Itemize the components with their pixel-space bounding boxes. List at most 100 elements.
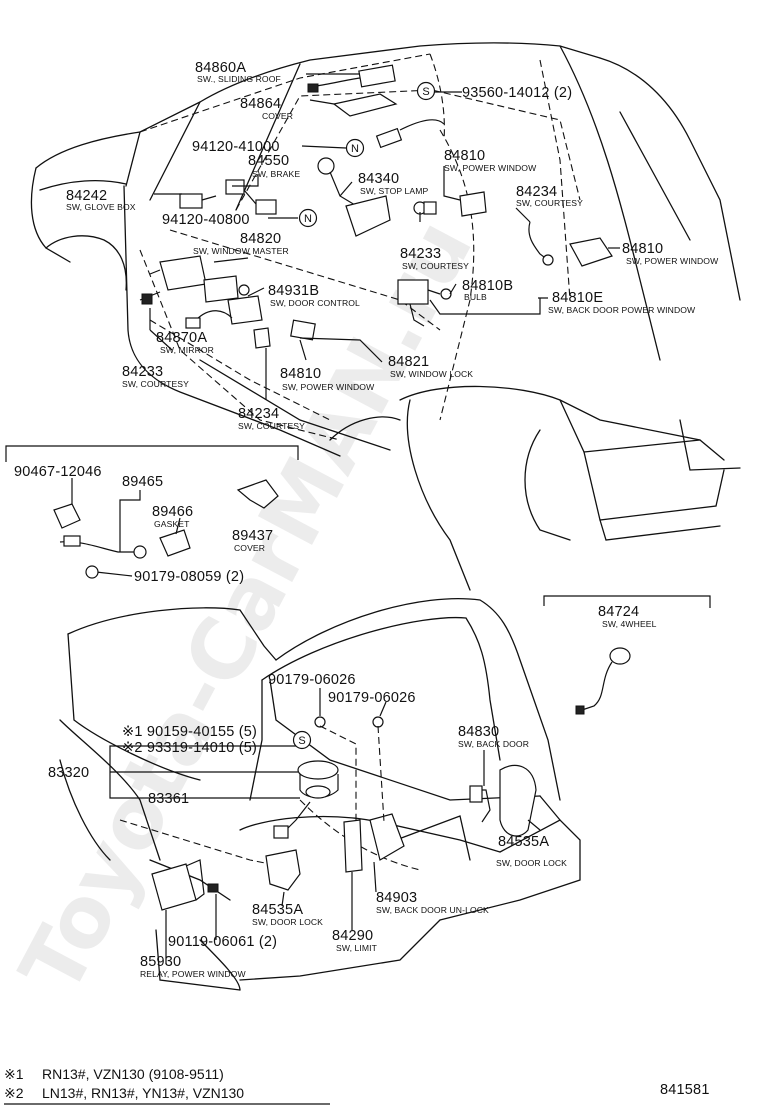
svg-text:84810: 84810 xyxy=(444,148,485,164)
callout-93560-14012: 93560-14012 (2) xyxy=(462,85,572,101)
svg-text:84810B: 84810B xyxy=(462,278,513,294)
svg-text:84830: 84830 xyxy=(458,724,499,740)
svg-text:84820: 84820 xyxy=(240,231,281,247)
callout-93319-14010: ※2 93319-14010 (5) xyxy=(122,740,257,756)
svg-text:84234: 84234 xyxy=(516,184,557,200)
svg-text:SW, WINDOW LOCK: SW, WINDOW LOCK xyxy=(390,369,473,379)
svg-text:SW, POWER WINDOW: SW, POWER WINDOW xyxy=(444,163,537,173)
svg-text:RELAY, POWER WINDOW: RELAY, POWER WINDOW xyxy=(140,969,246,979)
svg-text:84931B: 84931B xyxy=(268,283,319,299)
svg-text:84290: 84290 xyxy=(332,928,373,944)
svg-text:84821: 84821 xyxy=(388,354,429,370)
svg-text:SW, WINDOW MASTER: SW, WINDOW MASTER xyxy=(193,246,289,256)
svg-text:SW, BACK DOOR: SW, BACK DOOR xyxy=(458,739,529,749)
svg-text:84233: 84233 xyxy=(122,364,163,380)
svg-text:84903: 84903 xyxy=(376,890,417,906)
svg-text:84810: 84810 xyxy=(622,241,663,257)
svg-text:SW, BACK DOOR POWER WINDOW: SW, BACK DOOR POWER WINDOW xyxy=(548,305,696,315)
svg-text:COVER: COVER xyxy=(234,543,265,553)
footnotes: ※1 RN13#, VZN130 (9108-9511) ※2 LN13#, R… xyxy=(4,1066,330,1105)
marker-s-lower: S xyxy=(292,730,312,750)
svg-text:84340: 84340 xyxy=(358,171,399,187)
svg-text:SW, COURTESY: SW, COURTESY xyxy=(516,198,583,208)
svg-text:89466: 89466 xyxy=(152,504,193,520)
svg-text:SW, COURTESY: SW, COURTESY xyxy=(238,421,305,431)
svg-text:84234: 84234 xyxy=(238,406,279,422)
svg-text:N: N xyxy=(304,213,312,225)
svg-text:94120-40800: 94120-40800 xyxy=(162,212,250,228)
svg-text:N: N xyxy=(351,143,359,155)
callout-90179-06026-a: 90179-06026 xyxy=(268,672,356,688)
marker-n-1: N xyxy=(345,138,365,158)
svg-text:S: S xyxy=(298,735,305,747)
svg-text:90467-12046: 90467-12046 xyxy=(14,464,102,480)
note-1-mark: ※1 xyxy=(4,1066,24,1082)
diagram-id: 841581 xyxy=(660,1082,710,1098)
svg-text:SW, DOOR CONTROL: SW, DOOR CONTROL xyxy=(270,298,360,308)
svg-text:SW, BRAKE: SW, BRAKE xyxy=(252,169,300,179)
svg-text:84535A: 84535A xyxy=(498,834,549,850)
svg-text:84242: 84242 xyxy=(66,188,107,204)
svg-text:SW, COURTESY: SW, COURTESY xyxy=(402,261,469,271)
svg-text:84810: 84810 xyxy=(280,366,321,382)
note-1-text: RN13#, VZN130 (9108-9511) xyxy=(42,1066,224,1082)
callout-83320: 83320 xyxy=(48,765,89,781)
callout-94120-40800: 94120-40800 xyxy=(162,212,250,228)
callout-90467-12046: 90467-12046 xyxy=(14,464,102,480)
marker-s-upper: S xyxy=(416,81,436,101)
svg-text:90179-08059 (2): 90179-08059 (2) xyxy=(134,569,244,585)
upper-parts: S N N xyxy=(139,64,613,349)
callout-90159-40155: ※1 90159-40155 (5) xyxy=(122,724,257,740)
svg-text:※2 93319-14010 (5): ※2 93319-14010 (5) xyxy=(122,740,257,756)
callout-94120-41000: 94120-41000 xyxy=(192,139,280,155)
svg-text:SW., SLIDING ROOF: SW., SLIDING ROOF xyxy=(197,74,281,84)
svg-text:S: S xyxy=(422,86,429,98)
svg-text:SW, BACK DOOR UN-LOCK: SW, BACK DOOR UN-LOCK xyxy=(376,905,489,915)
svg-text:SW, COURTESY: SW, COURTESY xyxy=(122,379,189,389)
svg-text:COVER: COVER xyxy=(262,111,293,121)
svg-text:SW, LIMIT: SW, LIMIT xyxy=(336,943,378,953)
vehicle-upper-outline xyxy=(30,42,741,591)
svg-text:SW, 4WHEEL: SW, 4WHEEL xyxy=(602,619,657,629)
svg-text:83361: 83361 xyxy=(148,791,189,807)
svg-text:90179-06026: 90179-06026 xyxy=(268,672,356,688)
svg-text:94120-41000: 94120-41000 xyxy=(192,139,280,155)
svg-text:85930: 85930 xyxy=(140,954,181,970)
svg-text:BULB: BULB xyxy=(464,292,487,302)
leader-lines-lower xyxy=(109,688,541,964)
callout-90119-06061: 90119-06061 (2) xyxy=(168,934,277,950)
svg-text:84535A: 84535A xyxy=(252,902,303,918)
lower-parts: S xyxy=(151,595,711,911)
svg-text:※1 90159-40155 (5): ※1 90159-40155 (5) xyxy=(122,724,257,740)
svg-text:90179-06026: 90179-06026 xyxy=(328,690,416,706)
svg-text:84724: 84724 xyxy=(598,604,639,620)
svg-text:SW, GLOVE BOX: SW, GLOVE BOX xyxy=(66,202,136,212)
callout-83361: 83361 xyxy=(148,791,189,807)
inset-box xyxy=(5,445,299,579)
svg-text:84233: 84233 xyxy=(400,246,441,262)
watermark: Toyota-CarMAN.ru xyxy=(1,204,491,1009)
svg-text:GASKET: GASKET xyxy=(154,519,190,529)
